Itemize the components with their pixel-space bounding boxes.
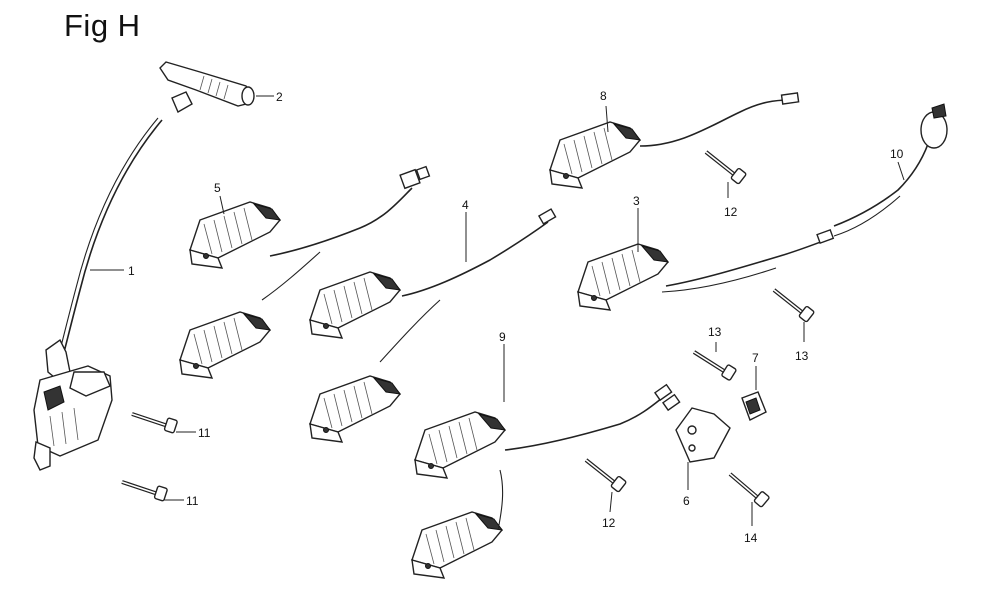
callout-12-b: 12 <box>602 516 616 530</box>
bolt-11-b <box>120 480 170 504</box>
bolt-14 <box>720 472 775 511</box>
callout-6: 6 <box>683 494 690 508</box>
figure-title: Fig H <box>64 8 141 43</box>
callout-12-a: 12 <box>724 205 738 219</box>
bracket-6 <box>675 407 731 463</box>
coil-8 <box>549 121 641 189</box>
bolt-11-a <box>130 412 180 436</box>
callout-13-b: 13 <box>795 349 809 363</box>
bolt-13-a <box>765 288 819 326</box>
callout-11-b: 11 <box>186 494 199 508</box>
callout-10: 10 <box>890 147 904 161</box>
spark-plug-cap <box>159 61 255 113</box>
callout-9: 9 <box>499 330 506 344</box>
coil-5-upper <box>189 201 281 269</box>
bolt-12-a <box>697 150 751 188</box>
callout-7: 7 <box>752 351 759 365</box>
connector-5 <box>399 168 421 190</box>
coil-4-lower <box>309 375 401 443</box>
callout-13-a: 13 <box>708 325 722 339</box>
callout-1: 1 <box>128 264 135 278</box>
callout-4: 4 <box>462 198 469 212</box>
coil-5-lower <box>179 311 271 379</box>
lead-wire-10 <box>833 103 948 237</box>
callout-5: 5 <box>214 181 221 195</box>
coil-3 <box>577 243 669 311</box>
clip-7 <box>741 391 767 421</box>
connector-8 <box>780 92 800 105</box>
ignition-coil <box>33 117 163 471</box>
coil-9-lower <box>411 511 503 579</box>
bolt-13-b <box>687 350 741 384</box>
coil-9-upper <box>414 411 506 479</box>
callout-8: 8 <box>600 89 607 103</box>
callout-2: 2 <box>276 90 283 104</box>
callout-14: 14 <box>744 531 758 545</box>
callout-3: 3 <box>633 194 640 208</box>
callout-11-a: 11 <box>198 426 211 440</box>
bolt-12-b <box>577 458 631 496</box>
connector-4 <box>537 208 557 225</box>
coil-4-upper <box>309 271 401 339</box>
